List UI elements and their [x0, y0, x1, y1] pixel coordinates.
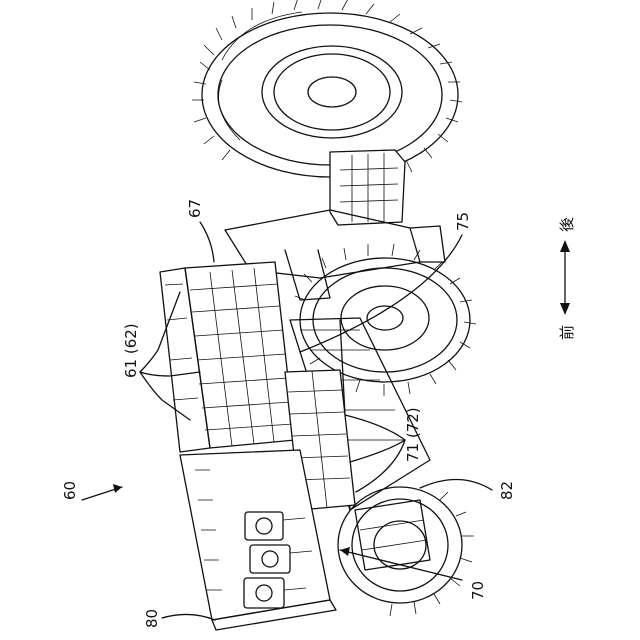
label-rear: 後: [558, 217, 576, 232]
label-front: 前: [558, 325, 576, 340]
front-wheel-lower: [338, 487, 474, 616]
label-80: 80: [143, 609, 161, 628]
rear-wheel: [192, 0, 462, 188]
label-75: 75: [454, 212, 472, 231]
label-60: 60: [61, 481, 79, 500]
lower-bracket: [355, 500, 430, 570]
label-70: 70: [469, 581, 487, 600]
label-61-62: 61 (62): [122, 323, 140, 378]
label-82: 82: [498, 481, 516, 500]
battery-pack-61: [160, 262, 295, 452]
label-67: 67: [186, 199, 204, 218]
rear-rack: [330, 150, 405, 225]
label-71-72: 71 (72): [404, 407, 422, 462]
